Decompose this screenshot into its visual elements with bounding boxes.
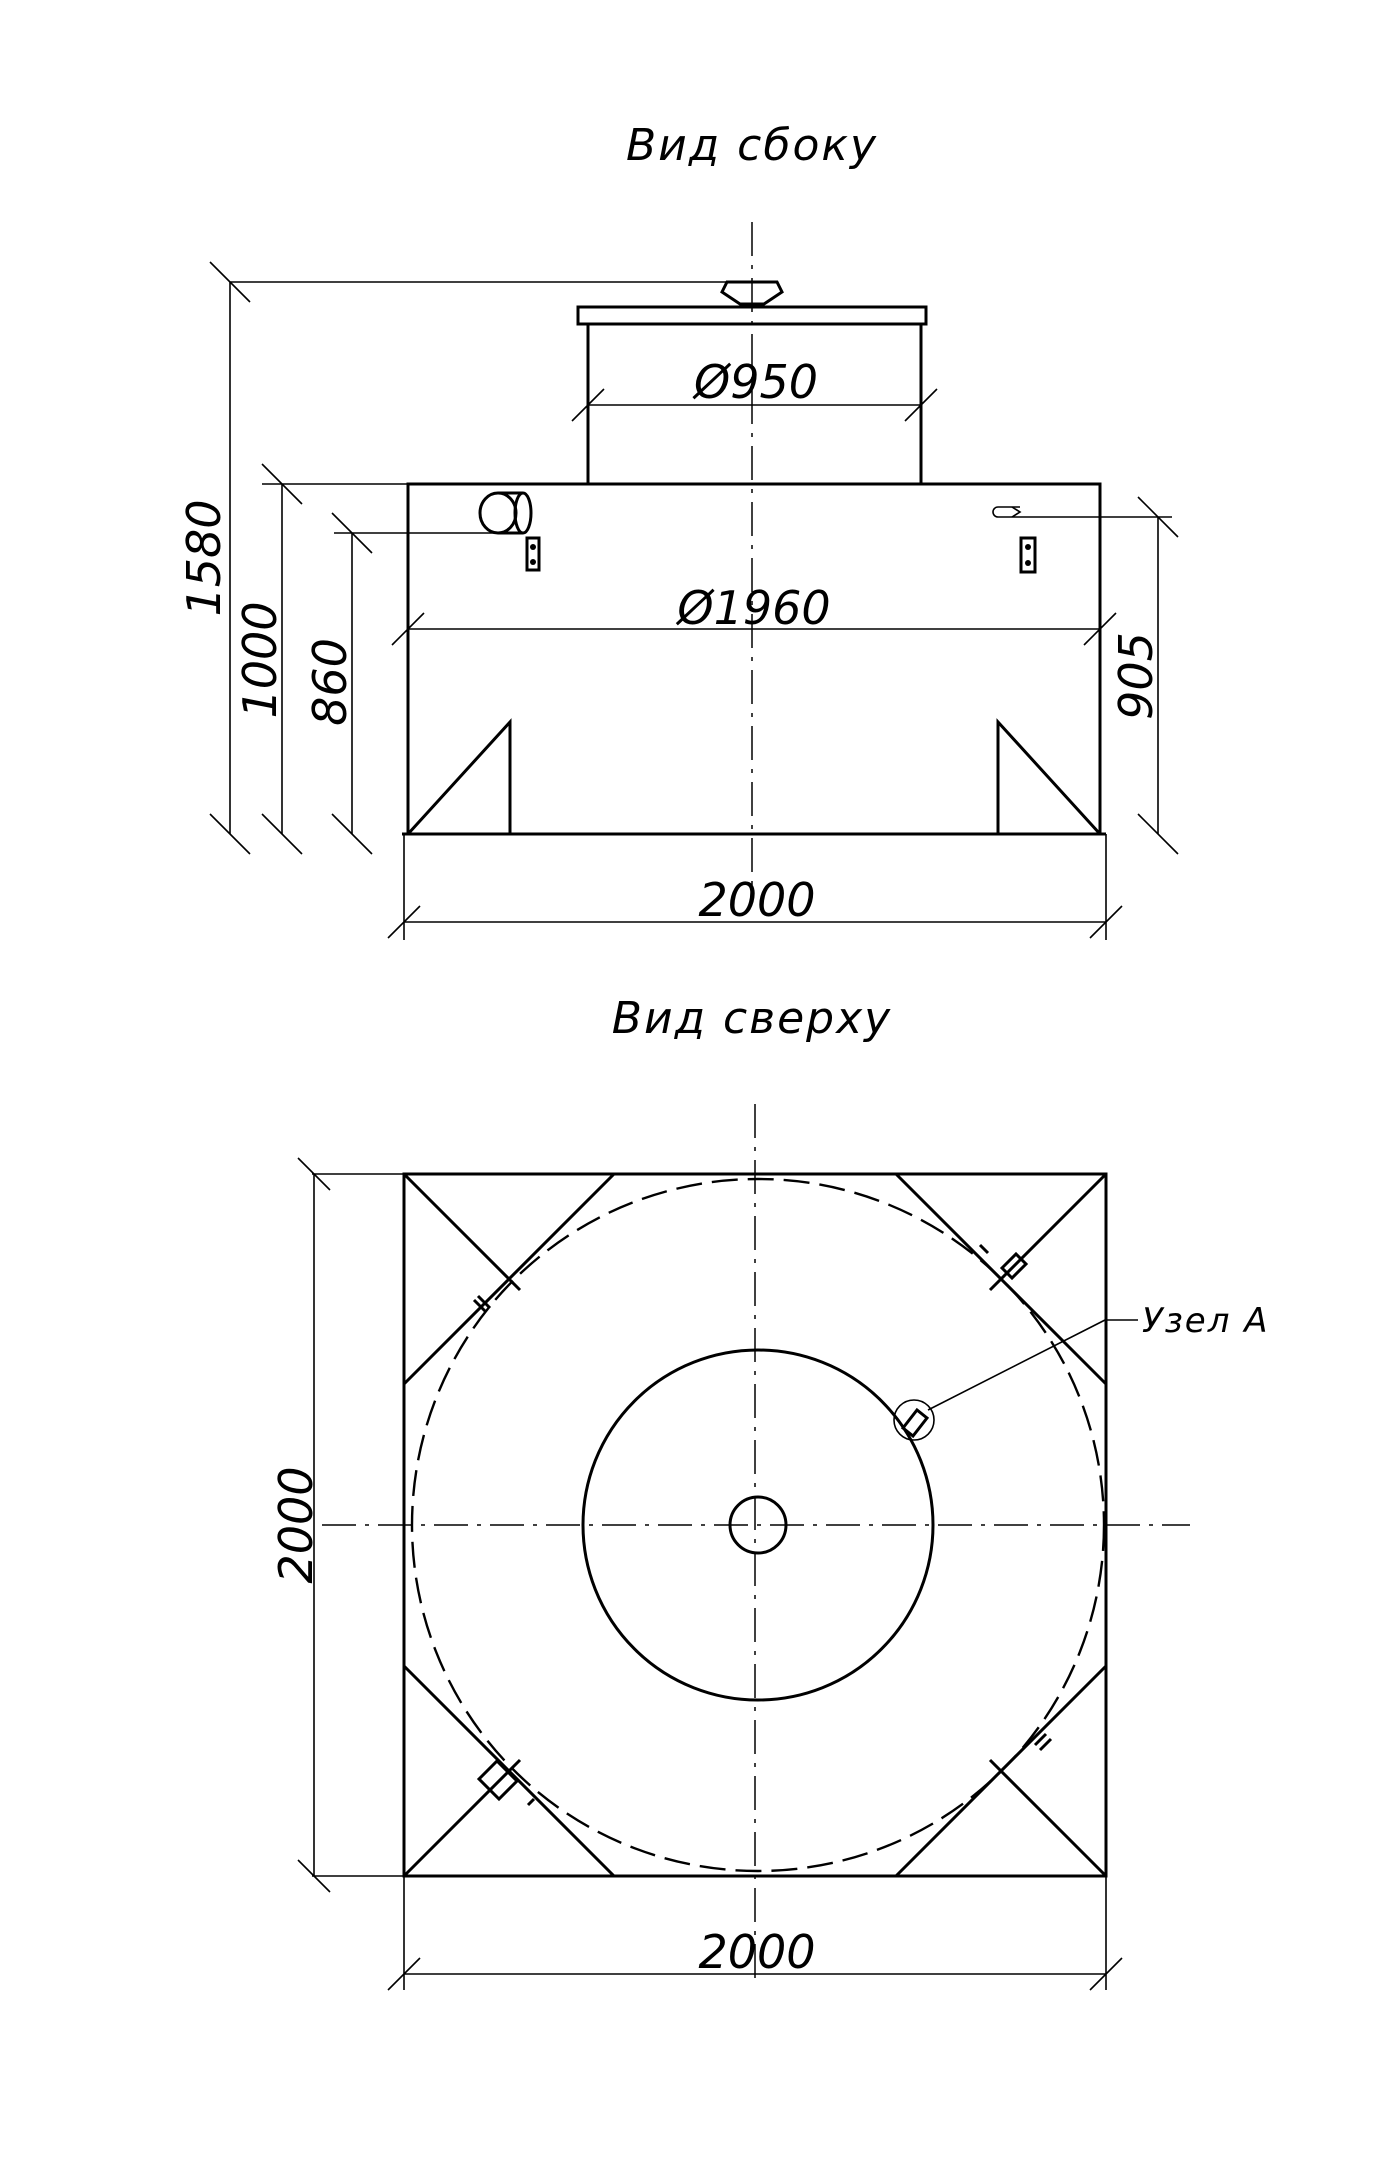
dim-860-label: 860 — [303, 638, 357, 726]
outlet-pipe — [992, 506, 1022, 518]
dim-905: 905 — [1020, 496, 1179, 855]
tank-body — [406, 482, 1102, 836]
lug-top-right — [978, 1243, 990, 1255]
side-view: Вид сбоку — [177, 120, 1179, 940]
dim-1580-label: 1580 — [177, 499, 231, 616]
right-gusset — [996, 718, 1102, 836]
dim-860: 860 — [303, 512, 498, 855]
dim-950: Ø950 — [571, 355, 938, 422]
lifting-lug-right — [1019, 536, 1037, 574]
dim-1960-label: Ø1960 — [675, 581, 830, 635]
left-gusset — [406, 718, 512, 836]
pipe-stub-top-right — [999, 1251, 1029, 1281]
dim-1580: 1580 — [177, 261, 745, 855]
base-square — [402, 1172, 1108, 1878]
cover-handle-circle — [728, 1495, 788, 1555]
dim-2000-horizontal: 2000 — [387, 1876, 1123, 1991]
dim-2000-side-label: 2000 — [698, 873, 815, 927]
inlet-pipe — [478, 491, 533, 535]
pipe-stub-bottom-left — [476, 1758, 520, 1802]
dim-1000: 1000 — [233, 463, 408, 855]
dim-950-label: Ø950 — [692, 355, 818, 409]
body-outline — [410, 1177, 1106, 1873]
lug-bottom-left — [526, 1797, 536, 1807]
top-view: Вид сверху Узел А — [269, 993, 1270, 1991]
lug-top-left — [472, 1294, 492, 1314]
dim-2000-vertical: 2000 — [269, 1157, 404, 1893]
node-a-label: Узел А — [1142, 1301, 1270, 1341]
node-a-marker — [893, 1319, 1138, 1441]
side-view-title: Вид сбоку — [626, 120, 878, 171]
dim-1960: Ø1960 — [391, 581, 1117, 646]
dim-1000-label: 1000 — [233, 601, 287, 718]
gusset-top-left — [402, 1172, 616, 1386]
dim-905-label: 905 — [1109, 632, 1163, 720]
dim-2000-vertical-label: 2000 — [269, 1466, 323, 1583]
top-view-title: Вид сверху — [612, 993, 892, 1044]
lifting-lug-left — [525, 536, 541, 572]
lug-bottom-right — [1033, 1732, 1053, 1752]
dim-2000-horizontal-label: 2000 — [698, 1925, 815, 1979]
dim-2000-side: 2000 — [387, 834, 1123, 940]
cover-handle — [720, 280, 784, 306]
gusset-top-right — [894, 1172, 1108, 1386]
neck-outline — [581, 1348, 935, 1702]
